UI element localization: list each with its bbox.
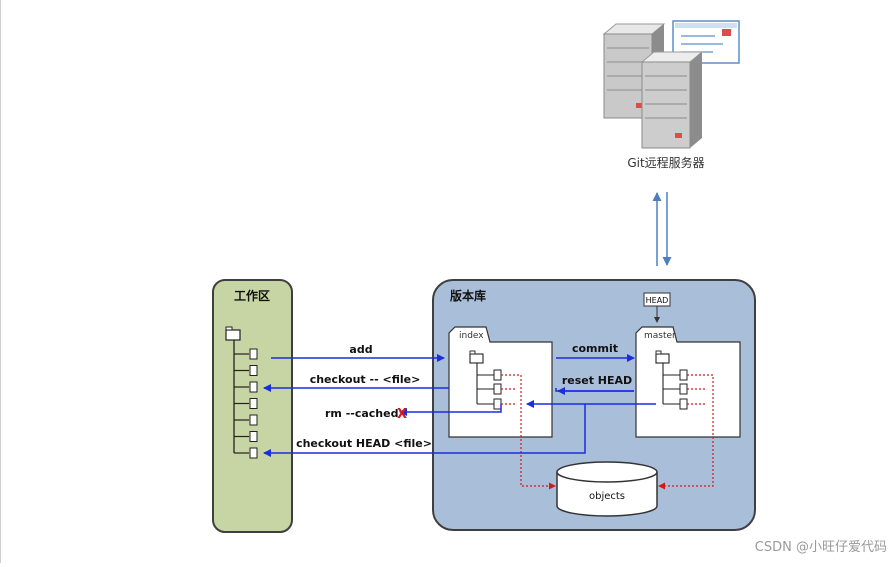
checkout-head-label: checkout HEAD <file> <box>296 437 432 450</box>
remote-server-icon <box>602 20 740 149</box>
index-card: index <box>448 326 553 438</box>
file-icon <box>249 398 258 409</box>
file-icon <box>249 414 258 426</box>
objects-label: objects <box>589 491 625 502</box>
operation-arrows <box>263 354 656 457</box>
index-tab-label: index <box>459 331 484 341</box>
rm-cached-cross: X <box>397 407 407 422</box>
file-icon <box>249 447 258 459</box>
file-icon <box>249 348 258 360</box>
object-reference-links <box>501 374 714 490</box>
watermark: CSDN @小旺仔爱代码 <box>754 540 887 555</box>
file-icon <box>249 365 258 376</box>
head-tag: HEAD <box>646 296 669 305</box>
file-icon <box>249 381 258 393</box>
folder-icon <box>225 326 241 341</box>
objects-store: objects <box>556 461 658 517</box>
head-pointer: HEAD <box>643 292 671 323</box>
commit-label: commit <box>572 342 618 355</box>
master-card: master <box>635 326 741 438</box>
rm-cached-label: rm --cached <box>325 407 398 420</box>
repository-title: 版本库 <box>450 288 486 303</box>
server-caption: Git远程服务器 <box>627 155 704 170</box>
add-label: add <box>349 343 372 356</box>
checkout-file-label: checkout -- <file> <box>310 373 421 386</box>
master-tab-label: master <box>644 331 676 341</box>
page-left-border <box>0 0 1 563</box>
workspace-tree <box>225 326 258 459</box>
file-icon <box>249 431 258 442</box>
checkout-head-arrow <box>263 404 586 457</box>
rm-cached-arrow <box>399 404 502 416</box>
reset-head-label: reset HEAD <box>562 374 632 387</box>
workspace-title: 工作区 <box>234 288 270 303</box>
